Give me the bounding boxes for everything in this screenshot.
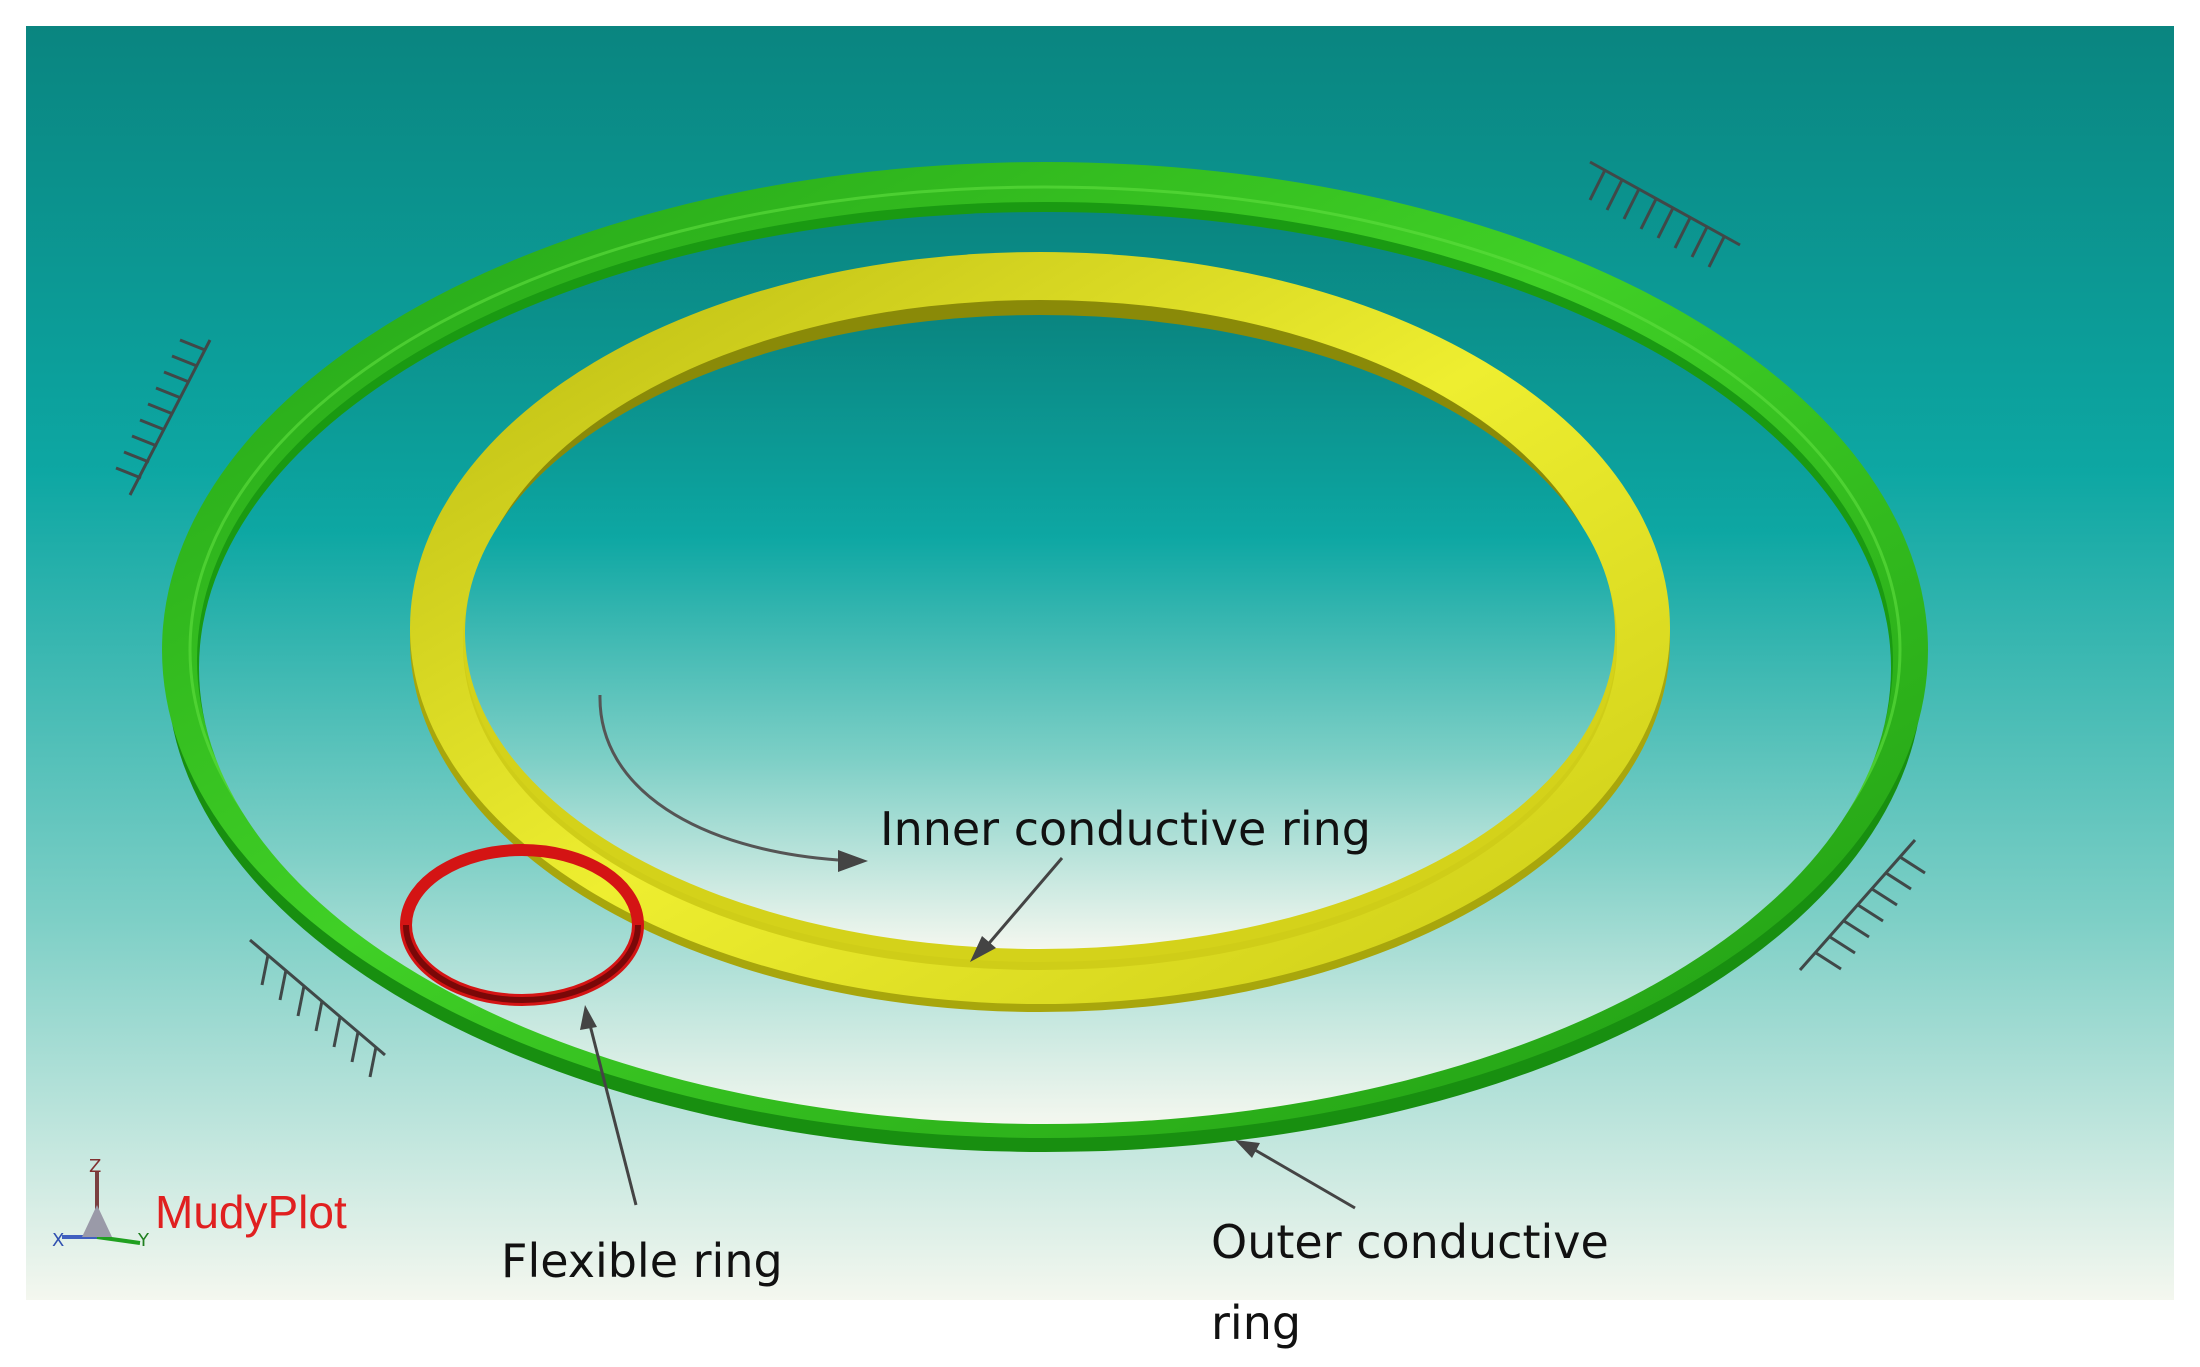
flexible-ring-leader-arrow <box>580 1005 638 1206</box>
fixed-support-right-lower <box>1798 839 1926 971</box>
outer-ring-leader-arrow <box>1235 1140 1356 1210</box>
inner-ring-label: Inner conductive ring <box>880 802 1371 856</box>
inner-conductive-ring <box>410 252 1670 1012</box>
fixed-support-right-upper <box>1588 160 1741 268</box>
axis-y-letter: Y <box>137 1230 150 1251</box>
axis-triad-icon: Z X Y <box>52 1156 150 1251</box>
fixed-support-left-lower <box>249 938 386 1078</box>
axis-x-letter: X <box>52 1230 64 1251</box>
outer-ring-label-line1: Outer conductive <box>1211 1215 1609 1269</box>
inner-ring-leader-arrow <box>970 857 1064 962</box>
axis-z-letter: Z <box>89 1156 101 1177</box>
rotation-arrow <box>598 694 868 872</box>
flexible-ring <box>400 844 644 1006</box>
mudyplot-logo-text: MudyPlot <box>155 1186 347 1238</box>
fixed-support-left-upper <box>115 338 212 496</box>
flexible-ring-label: Flexible ring <box>501 1234 783 1288</box>
outer-ring-label-line2: ring <box>1211 1296 1302 1350</box>
